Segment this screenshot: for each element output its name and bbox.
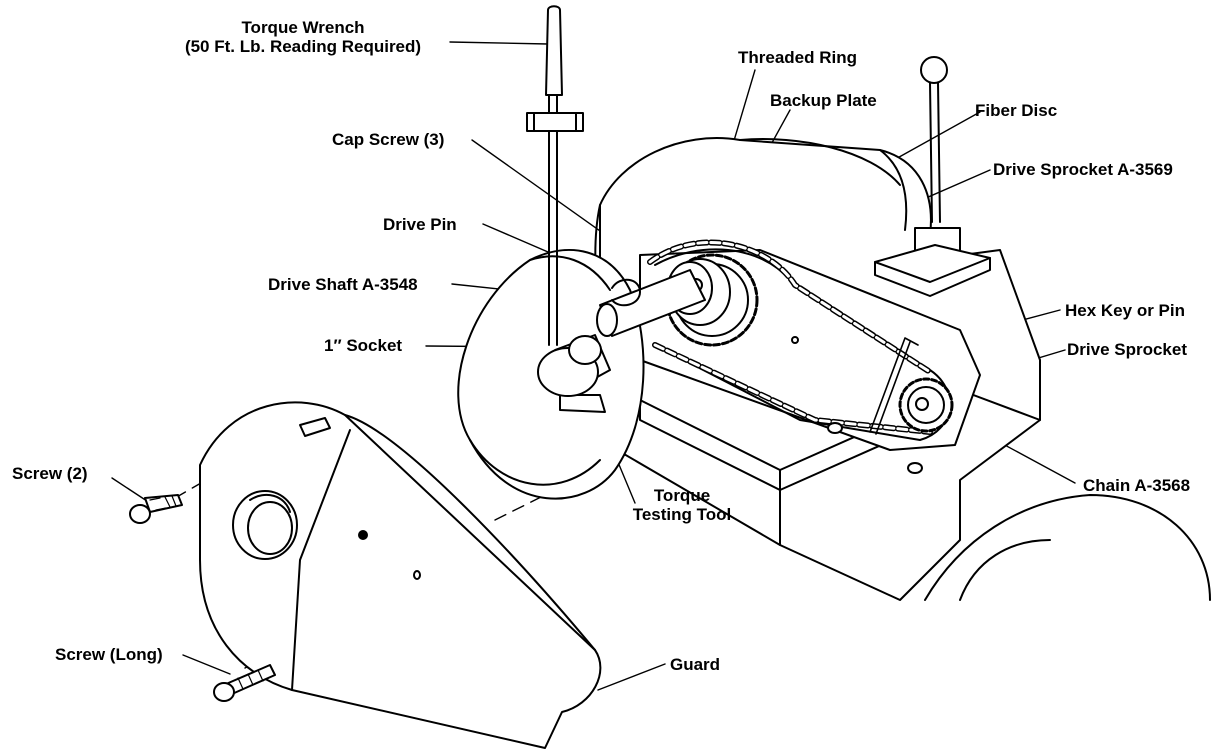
screw-long [213,664,276,702]
label-backup-plate: Backup Plate [770,91,877,110]
small-sprocket [898,377,954,433]
label-fiber-disc: Fiber Disc [975,101,1058,120]
label-drive-shaft: Drive Shaft A-3548 [268,275,418,294]
label-torque-tool-line1: Torque [653,486,711,505]
label-torque-wrench-line2: (50 Ft. Lb. Reading Required) [184,37,422,56]
label-torque-testing-tool: Torque Testing Tool [612,486,752,524]
label-torque-wrench-line1: Torque Wrench [241,18,365,37]
label-screw-long: Screw (Long) [55,645,163,664]
shift-lever [874,56,991,297]
chain [647,239,933,435]
label-torque-tool-line2: Testing Tool [632,505,732,524]
label-threaded-ring: Threaded Ring [738,48,858,67]
label-cap-screw: Cap Screw (3) [332,130,445,149]
screw-2 [129,494,183,524]
hex-key [869,337,919,435]
guard [199,401,602,749]
drive-shaft [596,269,706,337]
label-screw-2: Screw (2) [12,464,88,483]
label-torque-wrench: Torque Wrench (50 Ft. Lb. Reading Requir… [158,18,448,56]
label-drive-sprocket: Drive Sprocket [1067,340,1187,359]
label-chain: Chain A-3568 [1083,476,1191,495]
label-drive-sprocket-a3569: Drive Sprocket A-3569 [993,160,1173,179]
base-bolts [791,336,923,474]
label-socket: 1″ Socket [324,336,403,355]
label-drive-pin: Drive Pin [383,215,457,234]
label-guard: Guard [670,655,721,674]
label-hex-key: Hex Key or Pin [1065,301,1185,320]
torque-wrench [526,5,584,346]
torque-testing-tool [537,334,611,413]
